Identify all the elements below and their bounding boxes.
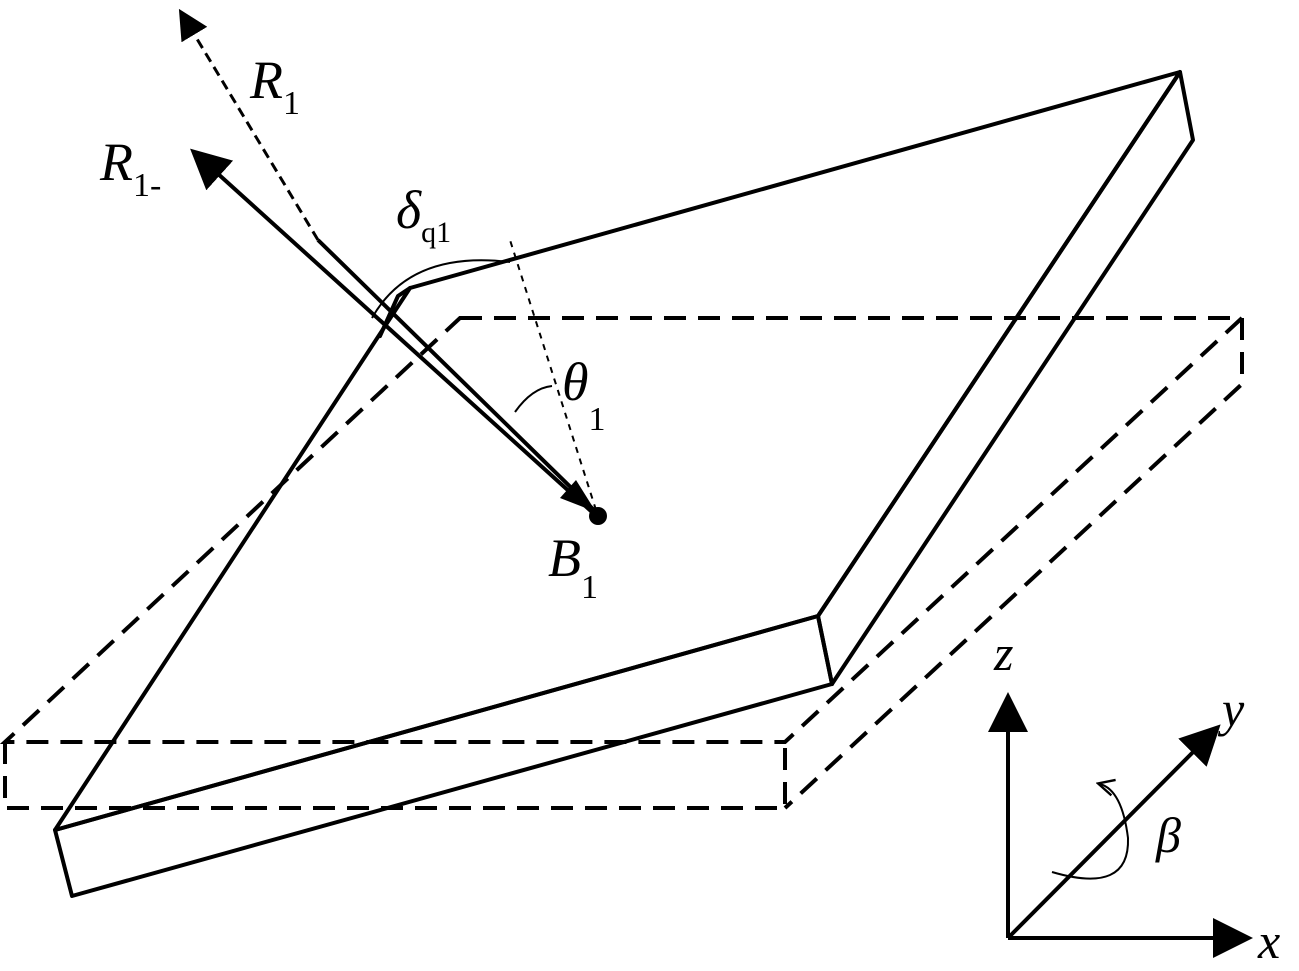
tilted-plate-solid: [53, 70, 1195, 898]
b1-point: [589, 507, 607, 525]
r1-minus-label: R1-: [99, 132, 161, 204]
r1-vector: [316, 238, 598, 514]
labels: R1 R1- δq1 θ1 B1 z y x β: [99, 50, 1280, 969]
b1-incoming-arrowhead: [560, 480, 596, 512]
delta-label: δq1: [396, 180, 451, 249]
r1-label: R1: [249, 50, 300, 122]
coordinate-axes: [988, 692, 1253, 958]
y-axis: [1006, 724, 1221, 940]
beta-label: β: [1155, 807, 1181, 863]
x-axis-label: x: [1257, 913, 1280, 969]
z-axis-label: z: [993, 625, 1013, 681]
y-axis-label: y: [1217, 681, 1245, 737]
b1-label: B1: [548, 528, 598, 606]
beta-rotation-arc: [1051, 784, 1130, 880]
theta-label: θ1: [562, 352, 606, 438]
r1-minus-vector: [190, 148, 594, 514]
theta-arc: [514, 385, 553, 413]
original-plate-dashed: [0, 316, 1248, 810]
vectors: [178, 8, 607, 525]
r1-dashed-extension: [178, 8, 320, 241]
